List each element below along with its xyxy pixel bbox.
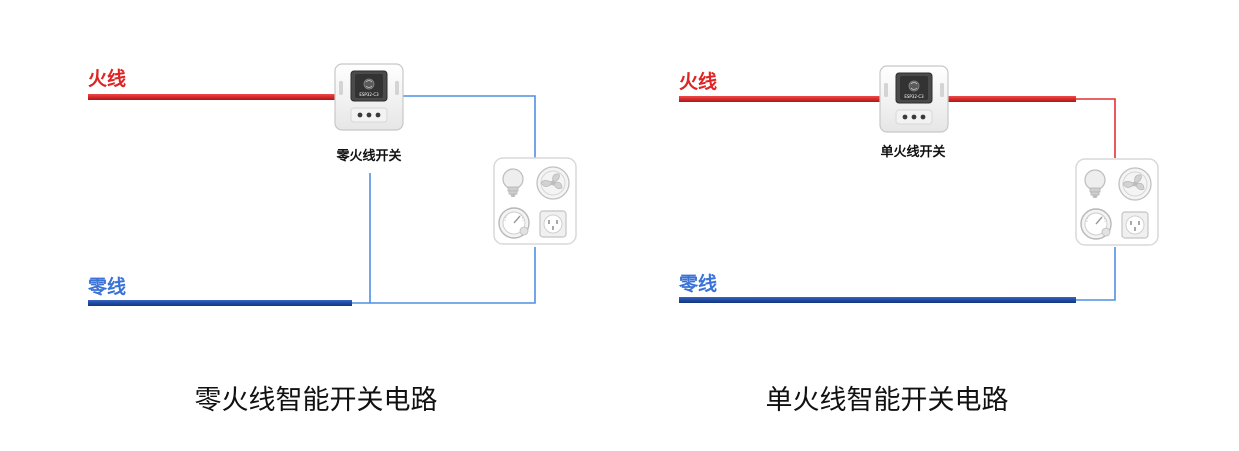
diagram-caption: 零火线智能开关电路	[195, 385, 438, 416]
live-wire	[88, 94, 340, 100]
fan-icon	[535, 160, 575, 202]
switch-output-wire	[403, 95, 536, 158]
live-wire-label: 火线	[679, 70, 717, 93]
switch-output-wire	[1076, 98, 1116, 158]
appliance-return-wire	[1076, 247, 1116, 301]
light-bulb-icon	[495, 160, 535, 202]
chip-label: ESP32-C3	[359, 92, 379, 97]
appliance-return-wire	[352, 247, 536, 304]
light-bulb-icon	[1077, 161, 1117, 203]
fan-icon	[1117, 161, 1157, 203]
single-live-diagram: 火线 零线 ESP32-C3 单火线开关 单火线智能开关电路	[678, 65, 1159, 416]
gauge-icon	[495, 202, 535, 244]
gauge-icon	[1077, 203, 1117, 245]
smart-switch-module: ESP32-C3	[879, 65, 949, 133]
appliance-panel	[1075, 158, 1159, 246]
diagram-caption: 单火线智能开关电路	[766, 385, 1009, 416]
chip-label: ESP32-C3	[904, 94, 924, 99]
switch-label: 单火线开关	[880, 144, 945, 160]
switch-label: 零火线开关	[335, 148, 401, 164]
power-socket-icon	[1117, 203, 1157, 245]
smart-switch-module: ESP32-C3	[334, 63, 404, 131]
appliance-panel	[493, 157, 577, 245]
live-wire-out	[947, 96, 1076, 102]
live-wire-in	[679, 96, 881, 102]
zero-live-diagram: 火线 零线 ESP32-C3 零火线开关 零火线智能开关电路	[87, 63, 577, 416]
power-socket-icon	[535, 202, 575, 244]
neutral-wire	[679, 297, 1076, 303]
neutral-wire	[88, 300, 352, 306]
live-wire-label: 火线	[88, 67, 126, 90]
neutral-wire-label: 零线	[87, 275, 126, 298]
neutral-wire-label: 零线	[678, 272, 717, 295]
